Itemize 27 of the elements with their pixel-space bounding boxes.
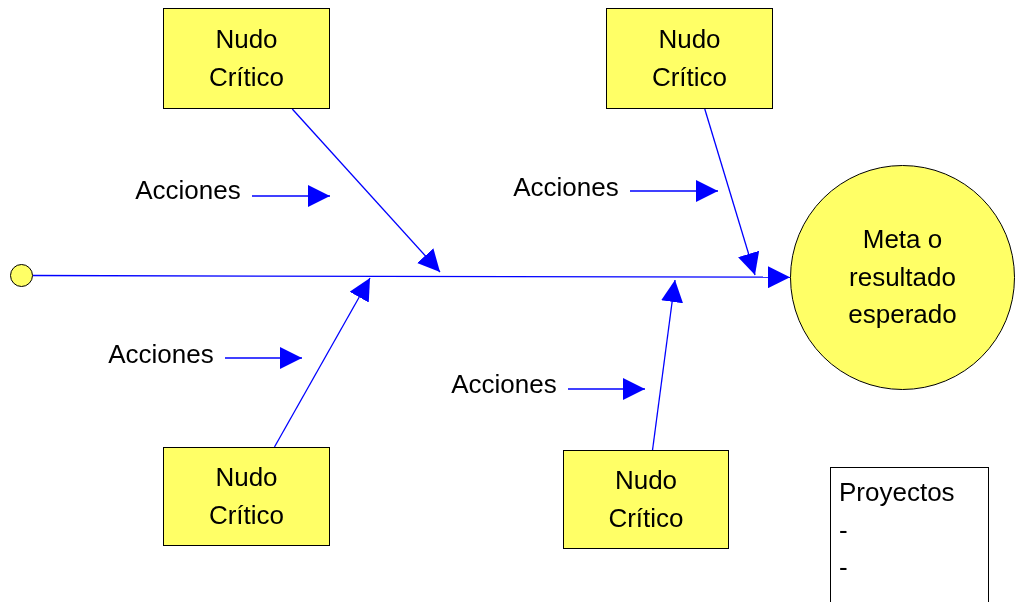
- process-box: [163, 8, 330, 109]
- arrow: [567, 378, 646, 400]
- arrow: [224, 347, 303, 369]
- node-text: Nudo Crítico: [650, 22, 729, 94]
- process-box: [163, 447, 330, 546]
- list-item: -: [839, 513, 848, 547]
- node-text: Nudo Crítico: [207, 460, 286, 532]
- project-list-box: [830, 467, 989, 602]
- process-box: [563, 450, 729, 549]
- list-heading: Proyectos: [839, 476, 955, 509]
- node-text: Meta o resultado esperado: [847, 222, 958, 332]
- arrow: [291, 108, 441, 273]
- arrow: [32, 266, 791, 289]
- arrow: [629, 180, 719, 202]
- action-label: Acciones: [124, 174, 252, 208]
- action-label: Acciones: [97, 338, 225, 372]
- arrow: [273, 277, 371, 448]
- process-box: [606, 8, 773, 109]
- list-item: -: [839, 551, 848, 585]
- node-text: Nudo Crítico: [207, 22, 286, 94]
- node-text: Nudo Crítico: [607, 463, 685, 535]
- arrow: [704, 108, 760, 276]
- start-circle: [10, 264, 33, 287]
- arrow: [251, 185, 331, 207]
- action-label: Acciones: [502, 171, 630, 205]
- arrow: [651, 279, 683, 451]
- action-label: Acciones: [440, 368, 568, 402]
